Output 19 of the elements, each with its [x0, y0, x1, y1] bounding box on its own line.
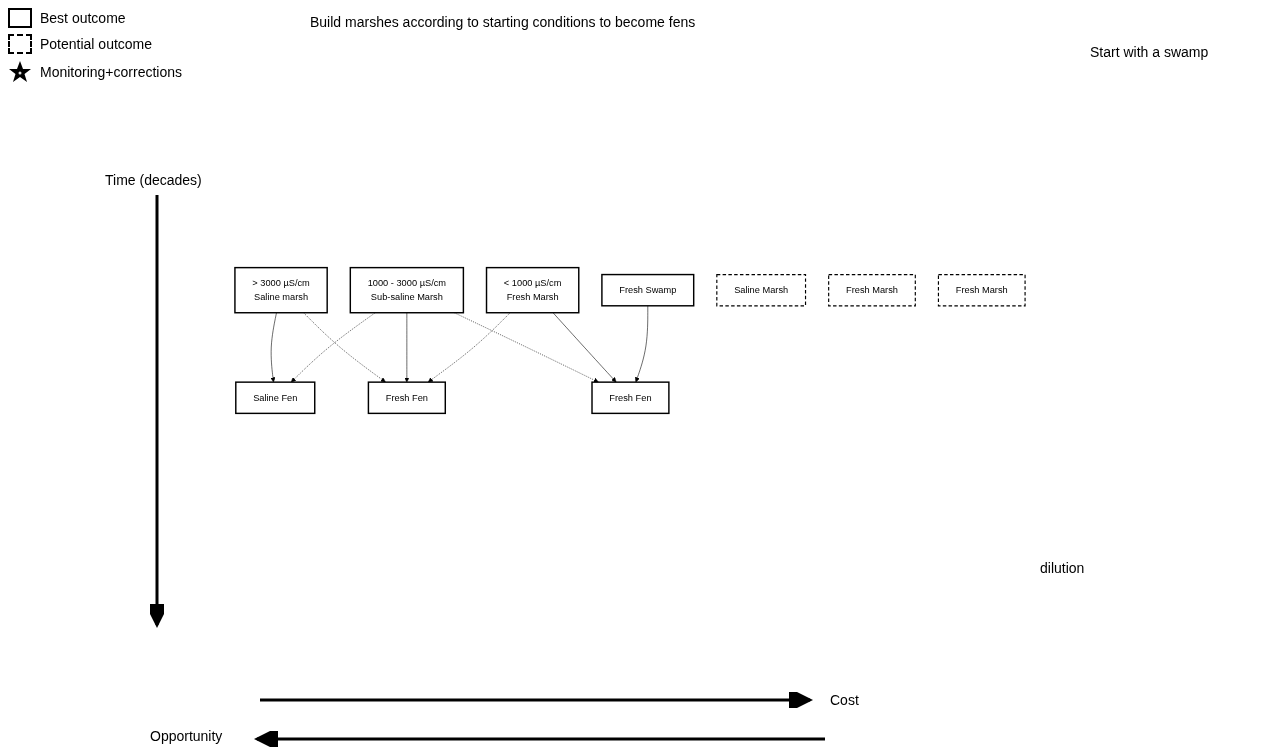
title: Build marshes according to starting conditions to become fens — [310, 14, 696, 30]
node-box: > 3000 µS/cm Saline marsh — [234, 266, 328, 313]
axis-label: Cost — [830, 692, 859, 708]
node-box: < 1000 µS/cm Fresh Marsh — [485, 266, 580, 313]
node-box: Saline Marsh — [716, 273, 807, 306]
axis-label: Time (decades) — [105, 172, 202, 188]
node-box: Fresh Marsh — [828, 273, 916, 306]
edge-note: dilution — [1040, 560, 1085, 576]
node-box: Saline Fen — [235, 380, 316, 414]
legend-text: Monitoring+corrections — [40, 64, 182, 80]
legend-text: Potential outcome — [40, 36, 153, 52]
legend-text: Best outcome — [40, 10, 126, 26]
node-box: 1000 - 3000 µS/cm Sub-saline Marsh — [349, 266, 465, 313]
node-box: Fresh Fen — [591, 380, 670, 414]
node-box: Fresh Marsh — [937, 273, 1026, 306]
note: Start with a swamp — [1090, 44, 1209, 60]
node-box: Fresh Swamp — [601, 273, 695, 307]
node-box: Fresh Fen — [367, 380, 446, 414]
axis-label: Opportunity — [150, 728, 223, 744]
